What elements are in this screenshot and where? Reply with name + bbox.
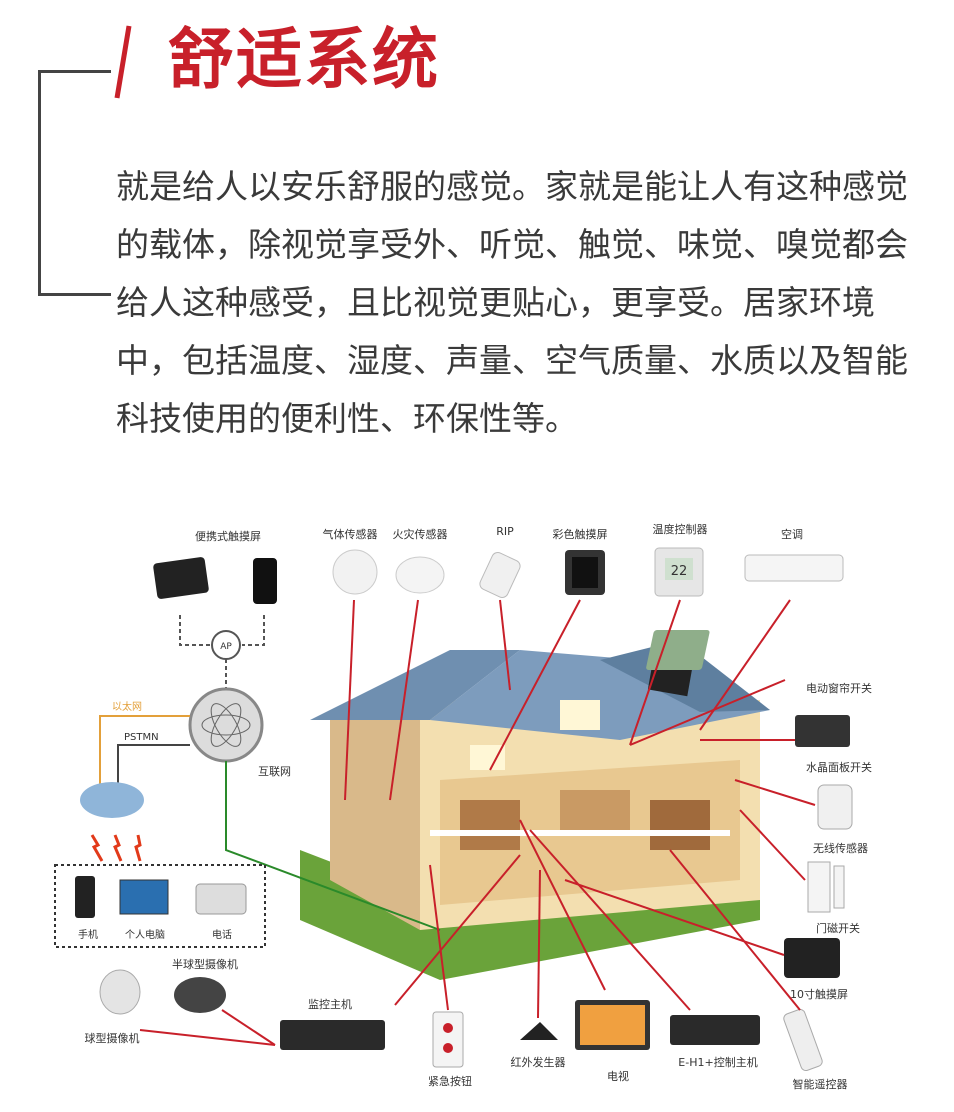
rip-sensor-device: RIP [479, 525, 521, 598]
camera-devices: 半球型摄像机 球型摄像机 [85, 957, 276, 1046]
label-10-inch-touchscreen: 10寸触摸屏 [790, 987, 848, 1001]
intro-paragraph: 就是给人以安乐舒服的感觉。家就是能让人有这种感觉的载体，除视觉享受外、听觉、触觉… [116, 167, 908, 438]
ap-label: AP [220, 642, 232, 652]
fire-sensor-device: 火灾传感器 [393, 527, 448, 594]
label-telephone: 电话 [212, 928, 232, 941]
header-bracket [38, 70, 111, 296]
ethernet-label: 以太网 [112, 700, 142, 713]
label-e-h1-control-host: E-H1+控制主机 [678, 1055, 757, 1069]
gas-sensor-device: 气体传感器 [323, 527, 378, 595]
label-speed-dome-camera: 球型摄像机 [85, 1031, 140, 1045]
thermostat-device: 温度控制器 22 [653, 522, 708, 597]
connector-lines [344, 599, 816, 1019]
label-thermostat: 温度控制器 [653, 522, 708, 536]
label-gas-sensor: 气体传感器 [323, 527, 378, 541]
label-wireless-sensor: 无线传感器 [813, 841, 868, 855]
label-air-conditioner: 空调 [781, 527, 803, 541]
label-curtain-switch: 电动窗帘开关 [806, 681, 872, 695]
smart-home-diagram: 便携式触摸屏 气体传感器 火灾传感器 RIP 彩色触摸屏 温度控制器 22 空调… [54, 522, 872, 1091]
label-dome-camera: 半球型摄像机 [172, 957, 238, 971]
label-television: 电视 [607, 1069, 629, 1083]
label-color-touchscreen: 彩色触摸屏 [553, 527, 608, 541]
terminal-devices: 手机 个人电脑 电话 [54, 864, 266, 948]
right-devices: 电动窗帘开关 水晶面板开关 无线传感器 门磁开关 10寸触摸屏 [646, 630, 872, 1001]
page-title: 舒适系统 [168, 20, 440, 98]
title-slash-mark [114, 25, 132, 99]
label-portable-touchscreen: 便携式触摸屏 [195, 529, 261, 543]
air-conditioner-device: 空调 [744, 527, 844, 582]
label-personal-computer: 个人电脑 [125, 928, 165, 941]
label-door-magnetic-switch: 门磁开关 [816, 921, 860, 935]
label-infrared-generator: 红外发生器 [511, 1055, 566, 1069]
network-section: AP 互联网 以太网 PSTMN [80, 615, 441, 931]
internet-label: 互联网 [258, 765, 291, 778]
label-fire-sensor: 火灾传感器 [393, 527, 448, 541]
pstmn-label: PSTMN [124, 732, 159, 743]
label-crystal-panel-switch: 水晶面板开关 [806, 760, 872, 774]
house-illustration [300, 640, 770, 980]
label-rip: RIP [496, 525, 514, 538]
label-smart-remote: 智能遥控器 [793, 1077, 848, 1091]
label-mobile-phone: 手机 [78, 928, 98, 941]
label-emergency-button: 紧急按钮 [428, 1074, 472, 1088]
color-touchscreen-device: 彩色触摸屏 [553, 527, 608, 595]
bottom-devices: 监控主机 紧急按钮 红外发生器 电视 E-H1+控制主机 智能遥控器 [280, 997, 848, 1091]
portable-touchscreen-device: 便携式触摸屏 [153, 529, 277, 604]
label-monitoring-host: 监控主机 [308, 997, 352, 1011]
thermostat-reading: 22 [671, 564, 688, 579]
